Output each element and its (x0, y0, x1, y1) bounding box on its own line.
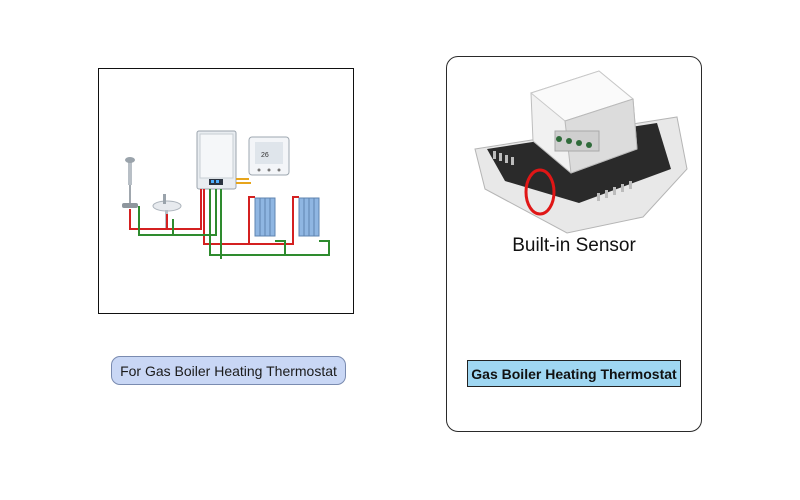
product-badge: Gas Boiler Heating Thermostat (467, 360, 681, 387)
product-badge-text: Gas Boiler Heating Thermostat (471, 365, 677, 382)
svg-text:26: 26 (261, 152, 269, 159)
diagram-caption: For Gas Boiler Heating Thermostat (111, 356, 346, 385)
product-card: Built-in Sensor Gas Boiler Heating Therm… (446, 56, 702, 432)
sensor-highlight-ring (524, 168, 556, 216)
heating-system-diagram: 26 (98, 68, 354, 314)
gas-boiler-icon (196, 130, 237, 190)
thermostat-back-photo (474, 70, 688, 234)
diagram-illustration: 26 (122, 130, 330, 259)
shower-icon (122, 157, 138, 208)
diagram-caption-text: For Gas Boiler Heating Thermostat (120, 362, 337, 379)
sensor-label: Built-in Sensor (512, 235, 636, 256)
radiator-icon-2 (298, 197, 320, 237)
radiator-icon-1 (254, 197, 276, 237)
thermostat-icon: 26 (248, 136, 290, 176)
